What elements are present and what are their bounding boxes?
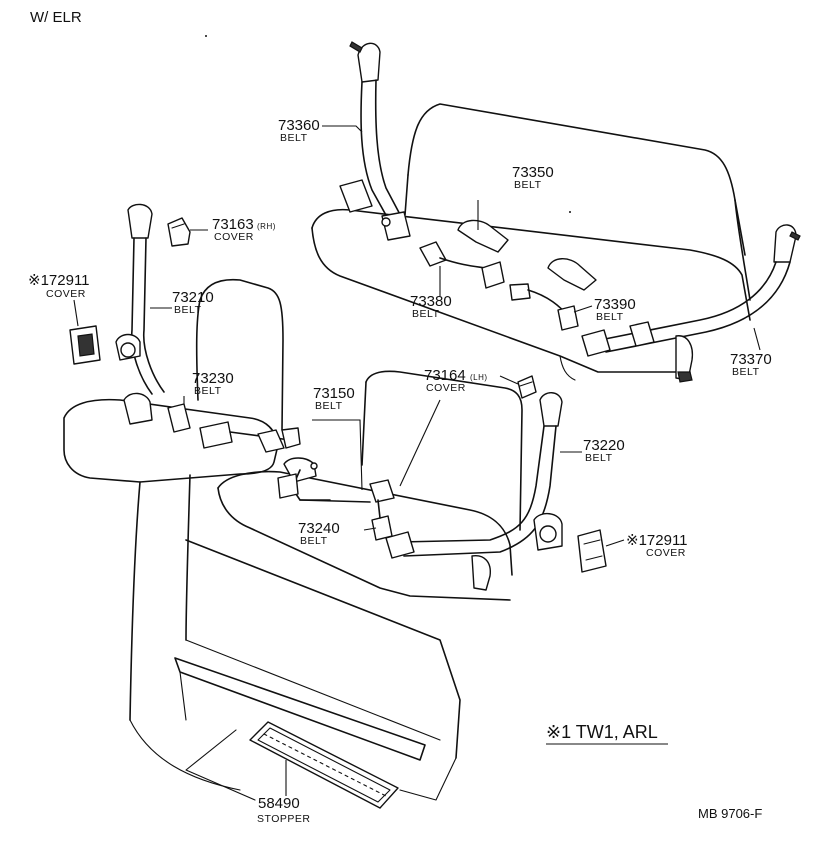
- part-number: ※172911: [28, 272, 90, 289]
- part-number: 73150: [313, 385, 355, 402]
- callout-73240: 73240 BELT: [298, 520, 340, 547]
- belt-73210: [115, 203, 191, 433]
- leader-172911-right: [605, 539, 625, 547]
- part-suffix: (RH): [257, 222, 276, 231]
- cover-172911-left: [69, 325, 101, 365]
- stray-mark: [569, 211, 571, 213]
- leader-73360: [322, 125, 363, 133]
- part-name: COVER: [646, 547, 686, 559]
- part-name: BELT: [315, 400, 343, 412]
- callout-73370: 73370 BELT: [730, 351, 772, 378]
- belt-73360: [339, 41, 411, 241]
- part-name: BELT: [596, 311, 624, 323]
- part-name: STOPPER: [257, 813, 311, 825]
- part-name: BELT: [174, 304, 202, 316]
- callout-172911-right: ※172911 COVER: [626, 532, 688, 559]
- part-number: 73380: [410, 293, 452, 310]
- part-number: 73164: [424, 367, 466, 384]
- note-text: ※1 TW1, ARL: [546, 722, 658, 742]
- leader-lines: [73, 125, 761, 796]
- part-name: BELT: [732, 366, 760, 378]
- part-number: 73210: [172, 289, 214, 306]
- rear-bench-seat: [311, 103, 751, 381]
- leader-73240: [363, 527, 377, 531]
- part-number: 73163: [212, 216, 254, 233]
- leader-73370: [753, 327, 761, 351]
- belt-73350: [419, 219, 597, 331]
- part-number: 73370: [730, 351, 772, 368]
- callout-58490: 58490 STOPPER: [257, 795, 311, 825]
- step-stopper-58490: [249, 721, 399, 809]
- cover-73163: [167, 217, 191, 247]
- front-bench-seat: [129, 370, 523, 791]
- part-number: 73230: [192, 370, 234, 387]
- part-name: BELT: [300, 535, 328, 547]
- part-name: BELT: [280, 132, 308, 144]
- part-number: 73360: [278, 117, 320, 134]
- part-number: 73240: [298, 520, 340, 537]
- cover-172911-right: [577, 529, 607, 573]
- cover-73164: [517, 375, 537, 399]
- callout-73163: 73163 (RH) COVER: [212, 216, 276, 243]
- part-name: BELT: [514, 179, 542, 191]
- callout-73360: 73360 BELT: [278, 117, 320, 144]
- callout-73230: 73230 BELT: [192, 370, 234, 397]
- part-number: ※172911: [626, 532, 688, 549]
- part-name: COVER: [214, 231, 254, 243]
- leader-73164: [499, 375, 519, 385]
- belt-73370: [581, 224, 801, 383]
- callout-73380: 73380 BELT: [410, 293, 452, 320]
- callout-73150: 73150 BELT: [313, 385, 355, 412]
- part-number: 73350: [512, 164, 554, 181]
- part-suffix: (LH): [470, 373, 488, 382]
- diagram-title: W/ ELR: [30, 9, 82, 26]
- belt-73240: [371, 499, 393, 541]
- leader-73150: [312, 419, 363, 491]
- belt-73150: [277, 457, 395, 503]
- belt-73230: [199, 421, 301, 453]
- part-number: 73220: [583, 437, 625, 454]
- callout-73390: 73390 BELT: [594, 296, 636, 323]
- part-name: BELT: [585, 452, 613, 464]
- callout-73350: 73350 BELT: [512, 164, 554, 191]
- part-name: BELT: [412, 308, 440, 320]
- part-name: COVER: [46, 288, 86, 300]
- callout-73210: 73210 BELT: [172, 289, 214, 316]
- part-number: 73390: [594, 296, 636, 313]
- callout-73220: 73220 BELT: [583, 437, 625, 464]
- callout-73164: 73164 (LH) COVER: [424, 367, 488, 394]
- leader-73390: [573, 305, 593, 313]
- part-name: BELT: [194, 385, 222, 397]
- applicability-note: ※1 TW1, ARL: [546, 722, 668, 745]
- belt-73220: [385, 392, 563, 591]
- step-area: [174, 657, 457, 801]
- leader-73164-to-bench: [399, 399, 441, 487]
- leader-172911-left: [73, 299, 79, 327]
- part-number: 58490: [258, 795, 300, 812]
- front-left-seat: [63, 278, 284, 721]
- callout-172911-left: ※172911 COVER: [28, 272, 90, 300]
- diagram-code: MB 9706-F: [698, 806, 762, 821]
- stray-mark: [205, 35, 207, 37]
- part-name: COVER: [426, 382, 466, 394]
